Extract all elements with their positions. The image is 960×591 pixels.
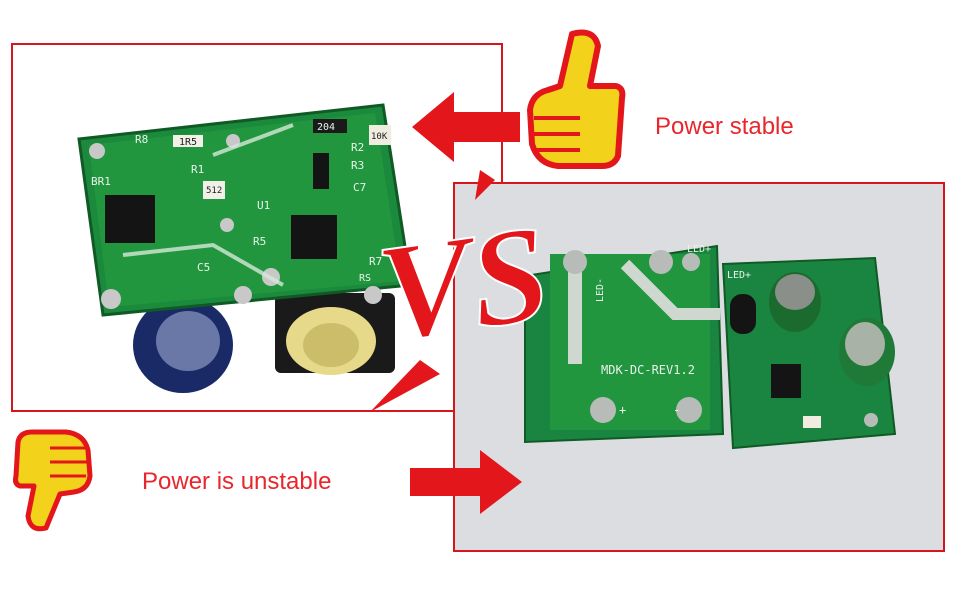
- thumbs-down-icon: [13, 429, 93, 532]
- arrow-right-icon: [410, 450, 522, 514]
- arrow-left-icon: [412, 92, 520, 162]
- pcb-label: R3: [351, 159, 364, 172]
- pcb-label: R5: [253, 235, 266, 248]
- power-stable-caption: Power stable: [655, 113, 794, 140]
- pcb-label: BR1: [91, 175, 111, 188]
- pcb-label: R1: [191, 163, 204, 176]
- pcb-label: +: [619, 403, 626, 417]
- pcb-label: 204: [317, 122, 335, 133]
- unstable-board-panel: LED+ LED- MDK-DC-REV1.2 + - LED+: [453, 182, 945, 552]
- pcb-label: LED-: [595, 278, 606, 302]
- versus-text: VS: [369, 195, 557, 370]
- pcb-label: 512: [206, 186, 222, 196]
- thumbs-up-icon: [527, 29, 626, 169]
- pcb-label: U1: [257, 199, 270, 212]
- pcb-label: MDK-DC-REV1.2: [601, 363, 695, 377]
- pcb-label: LED+: [727, 270, 751, 281]
- pcb-label: 10K: [371, 132, 388, 142]
- pcb-label: -: [673, 403, 680, 417]
- pcb-label: R7: [369, 255, 382, 268]
- power-unstable-caption: Power is unstable: [142, 468, 332, 495]
- pcb-label: C7: [353, 181, 366, 194]
- large-power-board-photo: R8 1R5 204 10K R2 R1 R3 BR1 512 U1 C5 R5…: [77, 103, 413, 393]
- small-power-board-photo: LED+ LED- MDK-DC-REV1.2 + - LED+: [524, 244, 897, 450]
- pcb-label: R2: [351, 141, 364, 154]
- versus-graphic: VS: [368, 170, 559, 412]
- pcb-label: RS: [359, 273, 371, 284]
- pcb-label: LED+: [687, 244, 711, 255]
- pcb-label: 1R5: [179, 137, 197, 148]
- pcb-label: R8: [135, 133, 148, 146]
- pcb-label: C5: [197, 261, 210, 274]
- stable-board-panel: R8 1R5 204 10K R2 R1 R3 BR1 512 U1 C5 R5…: [11, 43, 503, 412]
